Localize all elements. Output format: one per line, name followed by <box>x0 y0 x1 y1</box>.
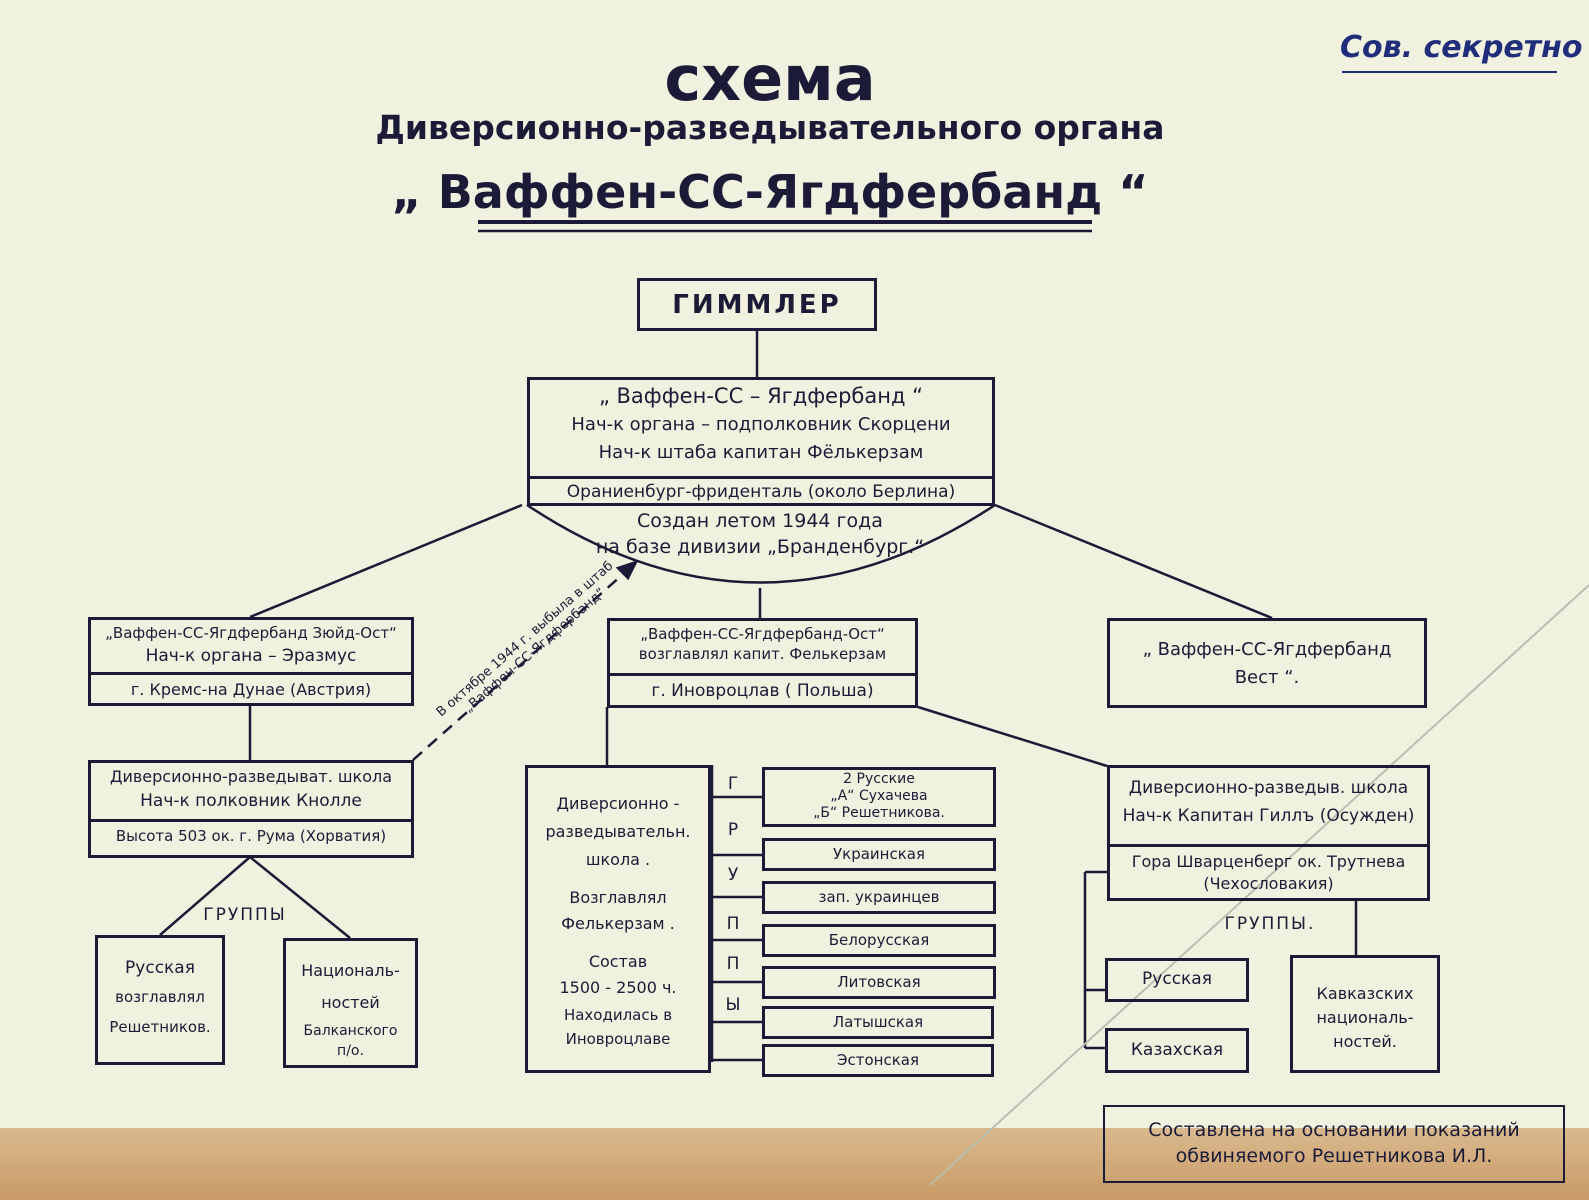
groups-letter: Р <box>727 820 739 840</box>
east-group-latvian: Латышская <box>762 1006 994 1039</box>
west-school-box: Диверсионно-разведыв. школа Нач-к Капита… <box>1107 765 1430 901</box>
east-group-belarusian: Белорусская <box>762 924 996 957</box>
east-group-russian: 2 Русские „А“ Сухачева „Б“ Решетникова. <box>762 767 996 827</box>
line-east-westschool <box>917 705 1108 768</box>
table-surface <box>0 1128 1589 1200</box>
main-note-arc <box>526 503 996 584</box>
west-group-caucasian: Кавказских националь- ностей. <box>1290 955 1440 1073</box>
west-group-kazakh: Казахская <box>1105 1028 1249 1073</box>
east-group-ukrainian: Украинская <box>762 838 996 871</box>
southeast-group-russian: Русская возглавлял Решетников. <box>95 935 225 1065</box>
arrow-head <box>615 559 639 581</box>
east-group-lithuanian: Литовская <box>762 966 996 999</box>
transfer-arrow <box>412 567 631 761</box>
himmler-box: ГИММЛЕР <box>637 278 877 331</box>
southeast-group-nationalities: Националь- ностей Балканского п/о. <box>283 938 418 1068</box>
groups-letter: П <box>726 914 740 934</box>
line-school-group2 <box>249 856 351 939</box>
east-group-west-ukrainian: зап. украинцев <box>762 881 996 914</box>
page-title: схема <box>664 42 876 115</box>
east-org-box: „Ваффен-СС-Ягдфербанд-Ост“ возглавлял ка… <box>607 618 918 708</box>
main-note-line2: на базе дивизии „Бранденбург.“ <box>595 536 925 558</box>
east-group-estonian: Эстонская <box>762 1044 994 1077</box>
groups-letter: У <box>727 865 739 885</box>
secrecy-stamp: Сов. секретно <box>1340 30 1583 65</box>
line-school-group1 <box>159 856 251 936</box>
groups-letter: П <box>726 954 740 974</box>
southeast-groups-label: ГРУППЫ <box>203 905 287 925</box>
line-main-southeast <box>249 503 523 619</box>
page-subtitle: Диверсионно-разведывательного органа <box>375 108 1165 147</box>
main-org-box: „ Ваффен-СС – Ягдфербанд “ Нач-к органа … <box>527 377 995 506</box>
paper-fold-crease <box>929 584 1589 1186</box>
groups-letter: Г <box>727 774 739 794</box>
west-group-russian: Русская <box>1105 958 1249 1002</box>
southeast-school-box: Диверсионно-разведыват. школа Нач-к полк… <box>88 760 414 858</box>
footer-note-box: Составлена на основании показаний обвиня… <box>1103 1105 1565 1183</box>
organization-title: „ Ваффен-СС-Ягдфербанд “ <box>391 165 1149 219</box>
southeast-org-box: „Ваффен-СС-Ягдфербанд Зюйд-Ост“ Нач-к ор… <box>88 617 414 706</box>
west-org-box: „ Ваффен-СС-Ягдфербанд Вест “. <box>1107 618 1427 708</box>
main-note-line1: Создан летом 1944 года <box>637 510 883 532</box>
line-main-west <box>994 503 1273 620</box>
east-school-box: Диверсионно - разведывательн. школа . Во… <box>525 765 711 1073</box>
west-groups-label: ГРУППЫ. <box>1224 914 1316 934</box>
groups-letter: Ы <box>725 995 741 1015</box>
